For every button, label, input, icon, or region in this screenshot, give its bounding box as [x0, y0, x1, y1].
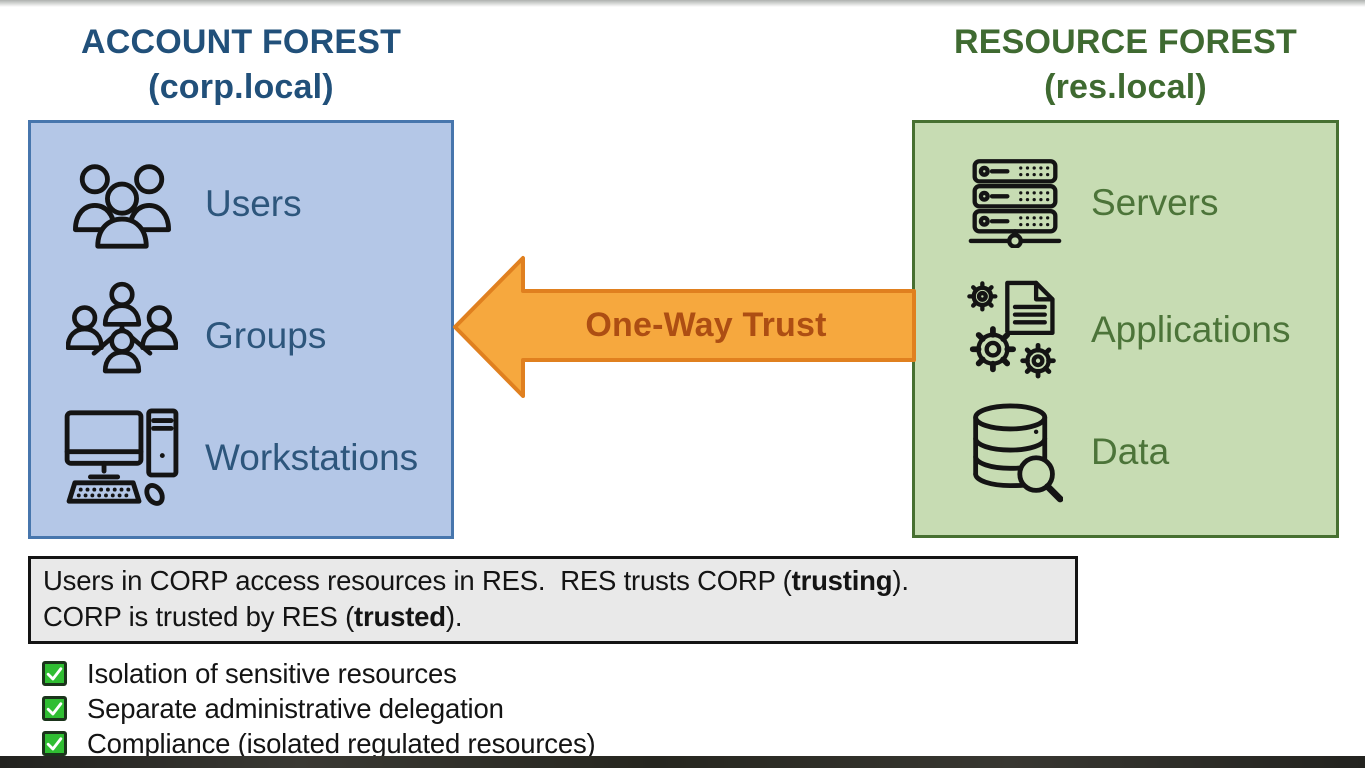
account-row-groups: Groups	[61, 281, 326, 391]
groups-icon	[61, 280, 183, 392]
resource-forest-title: RESOURCE FOREST (res.local)	[912, 20, 1339, 110]
resource-forest-title-line1: RESOURCE FOREST	[953, 23, 1298, 61]
benefit-label: Separate administrative delegation	[87, 692, 504, 724]
trust-explanation-note: Users in CORP access resources in RES. R…	[28, 556, 1078, 644]
checkbox-checked-icon	[42, 696, 67, 721]
account-forest-title-line2: (corp.local)	[148, 67, 334, 106]
data-label: Data	[1091, 431, 1170, 472]
benefit-label: Isolation of sensitive resources	[87, 657, 457, 689]
groups-label: Groups	[205, 315, 327, 356]
account-row-workstations: Workstations	[61, 405, 418, 510]
account-forest-box: Users Groups	[28, 120, 454, 539]
account-forest-title: ACCOUNT FOREST (corp.local)	[28, 20, 454, 110]
resource-row-servers: Servers	[965, 151, 1218, 255]
benefits-list: Isolation of sensitive resources Separat…	[42, 656, 596, 761]
checkbox-checked-icon	[42, 731, 67, 756]
note-line-1: Users in CORP access resources in RES. R…	[43, 565, 909, 596]
applications-label: Applications	[1091, 309, 1291, 350]
one-way-trust-arrow	[453, 256, 916, 398]
resource-row-applications: Applications	[965, 278, 1291, 382]
checkbox-checked-icon	[42, 661, 67, 686]
applications-icon	[965, 279, 1065, 381]
benefit-item-delegation: Separate administrative delegation	[42, 691, 595, 726]
resource-forest-title-line2: (res.local)	[1044, 67, 1207, 106]
bottom-edge-strip	[0, 756, 1365, 768]
data-icon	[965, 401, 1065, 503]
note-line-2: CORP is trusted by RES (trusted).	[43, 601, 463, 632]
benefit-label: Compliance (isolated regulated resources…	[87, 727, 596, 759]
servers-label: Servers	[1091, 182, 1219, 223]
users-icon	[61, 155, 183, 252]
account-row-users: Users	[61, 151, 302, 256]
benefit-item-isolation: Isolation of sensitive resources	[42, 656, 595, 691]
workstations-icon	[61, 407, 183, 509]
top-edge-artifact	[0, 0, 1365, 7]
servers-icon	[965, 158, 1065, 248]
one-way-trust-label: One-Way Trust	[585, 306, 827, 344]
resource-forest-box: Servers	[912, 120, 1339, 538]
workstations-label: Workstations	[205, 436, 419, 478]
users-label: Users	[205, 182, 302, 224]
benefit-item-compliance: Compliance (isolated regulated resources…	[42, 726, 596, 761]
account-forest-title-line1: ACCOUNT FOREST	[80, 23, 402, 61]
resource-row-data: Data	[965, 400, 1169, 504]
